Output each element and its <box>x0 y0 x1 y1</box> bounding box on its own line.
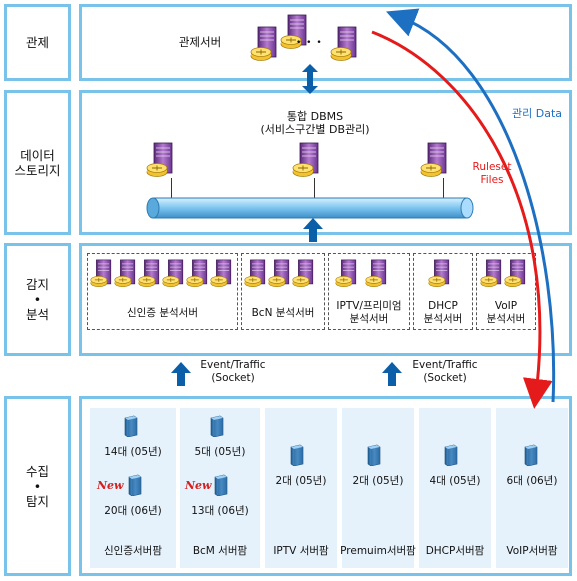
analysis-tier-label-box: 감지 • 분석 <box>4 243 71 356</box>
connector-line <box>443 178 444 198</box>
red-flow-arrow <box>371 30 553 409</box>
bidirectional-arrow-icon <box>302 64 318 94</box>
farm-label: IPTV 서버팜 <box>273 545 329 557</box>
dbms-title: 통합 DBMS <box>286 110 344 123</box>
farm-label: Premuim서버팜 <box>340 545 416 557</box>
tier-label: 감지 • 분석 <box>25 277 49 322</box>
storage-tier-label-box: 데이터 스토리지 <box>4 90 71 235</box>
farm-count: 2대 (05년) <box>275 475 327 487</box>
analysis-box-auth <box>87 253 238 330</box>
farm-count: 20대 (06년) <box>104 505 162 517</box>
connector-line <box>314 178 315 198</box>
farm-count: 4대 (05년) <box>429 475 481 487</box>
analysis-label-bcn: BcN 분석서버 <box>251 307 315 319</box>
control-tier-label-box: 관제 <box>4 4 71 81</box>
analysis-label-auth: 신인증 분석서버 <box>127 307 198 319</box>
analysis-label-dhcp: DHCP 분석서버 <box>423 300 463 325</box>
control-tier-box <box>79 4 572 81</box>
farm-label: DHCP서버팜 <box>425 545 485 557</box>
farm-count: 6대 (06년) <box>506 475 558 487</box>
farm-iptv <box>265 408 337 568</box>
collection-tier-label-box: 수집 • 탐지 <box>4 396 71 576</box>
tier-label: 관제 <box>25 35 49 50</box>
farm-dhcp <box>419 408 491 568</box>
management-data-label: 관리 Data <box>512 107 563 120</box>
farm-label: VoIP서버팜 <box>506 545 558 557</box>
farm-count: 5대 (05년) <box>194 446 246 458</box>
farm-count: 13대 (06년) <box>191 505 249 517</box>
farm-premium <box>342 408 414 568</box>
event-traffic-label: Event/Traffic (Socket) <box>412 359 478 384</box>
analysis-box-voip <box>476 253 536 330</box>
dbms-subtitle: (서비스구간별 DB관리) <box>260 123 370 136</box>
control-server-label: 관제서버 <box>178 35 222 49</box>
farm-count: 14대 (05년) <box>104 446 162 458</box>
ruleset-files-label: Ruleset Files <box>472 161 512 186</box>
farm-label: BcM 서버팜 <box>192 545 248 557</box>
farm-voip <box>496 408 568 568</box>
new-badge: New <box>97 479 124 492</box>
analysis-label-voip: VoIP 분석서버 <box>486 300 526 325</box>
ellipsis: • • • <box>296 38 323 48</box>
event-traffic-label: Event/Traffic (Socket) <box>200 359 266 384</box>
farm-count: 2대 (05년) <box>352 475 404 487</box>
analysis-label-iptv: IPTV/프리미엄 분석서버 <box>336 300 402 325</box>
blue-flow-arrow <box>386 8 556 403</box>
farm-label: 신인증서버팜 <box>104 545 162 557</box>
tier-label: 데이터 스토리지 <box>14 147 61 178</box>
connector-line <box>171 178 172 198</box>
tier-label: 수집 • 탐지 <box>25 463 49 509</box>
new-badge: New <box>185 479 212 492</box>
db-bus-pipe <box>146 197 474 219</box>
